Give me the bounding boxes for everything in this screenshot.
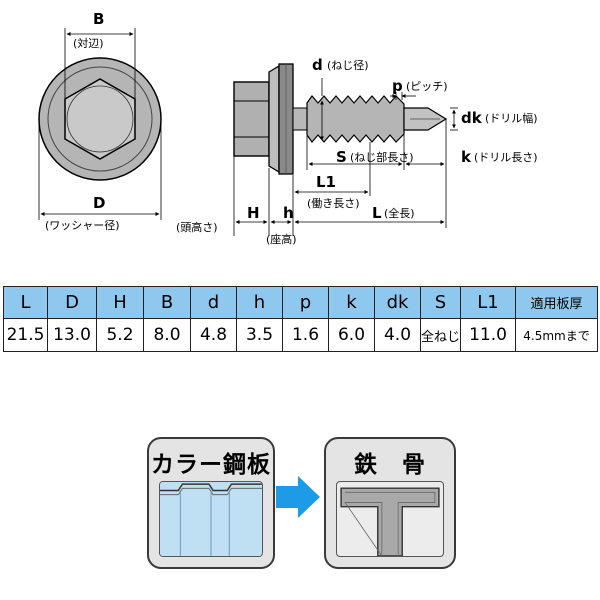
label-thread-d-note: (ねじ径) — [327, 59, 369, 72]
label-p: p — [392, 77, 403, 95]
label-l1-note: (働き長さ) — [307, 197, 360, 210]
spec-value-cell: 1.6 — [282, 318, 329, 352]
label-l: L — [372, 204, 382, 222]
label-b: B — [93, 10, 105, 28]
spec-value-cell: 4.5mmまで — [515, 318, 598, 352]
steel-plate-illustration — [159, 481, 263, 557]
label-l-note: (全長) — [384, 207, 415, 220]
spec-value-cell: 4.0 — [374, 318, 421, 352]
spec-header-row: L D H B d h p k dk S L1 適用板厚 — [3, 286, 598, 319]
spec-value-cell: 3.5 — [236, 318, 283, 352]
label-dk: dk — [461, 109, 482, 127]
steel-plate-icon — [160, 482, 262, 556]
spec-value-cell: 21.5 — [3, 318, 48, 352]
spec-value-cell: 6.0 — [328, 318, 375, 352]
spec-value-cell: 8.0 — [143, 318, 191, 352]
spec-header-cell: D — [47, 286, 97, 319]
color-steel-plate-label: カラー鋼板 — [151, 452, 271, 478]
label-h-seat: h — [283, 204, 294, 222]
spec-header-cell: B — [143, 286, 191, 319]
spec-header-cell: S — [420, 286, 461, 319]
label-d-washer: D — [93, 194, 106, 212]
label-h-head: H — [247, 204, 260, 222]
label-thread-d: d — [312, 56, 323, 74]
spec-value-cell: 13.0 — [47, 318, 97, 352]
spec-table: L D H B d h p k dk S L1 適用板厚 21.5 13.0 5… — [3, 286, 598, 352]
spec-header-cell: p — [282, 286, 329, 319]
label-dk-note: (ドリル幅) — [485, 112, 538, 125]
spec-value-cell: 5.2 — [96, 318, 144, 352]
spec-value-cell: 全ねじ — [420, 318, 461, 352]
screw-side-view — [233, 63, 448, 175]
color-steel-plate-panel: カラー鋼板 — [147, 437, 275, 569]
label-b-note: (対辺) — [73, 37, 104, 50]
label-s: S — [336, 148, 347, 166]
label-k-note: (ドリル長さ) — [474, 151, 538, 164]
spec-header-cell: dk — [374, 286, 421, 319]
steel-frame-illustration — [336, 481, 444, 557]
spec-header-cell: H — [96, 286, 144, 319]
label-l1: L1 — [316, 173, 336, 191]
label-h-seat-note: (座高) — [266, 233, 297, 246]
spec-header-cell: 適用板厚 — [515, 286, 598, 319]
screw-dimension-diagram — [38, 28, 458, 236]
spec-header-cell: L — [3, 286, 48, 319]
spec-header-cell: k — [328, 286, 375, 319]
spec-header-cell: h — [236, 286, 283, 319]
head-front-view — [38, 57, 162, 181]
spec-header-cell: d — [190, 286, 237, 319]
label-s-note: (ねじ部長さ) — [350, 151, 414, 164]
steel-frame-label: 鉄 骨 — [354, 452, 426, 478]
label-d-washer-note: (ワッシャー径) — [45, 219, 120, 232]
label-h-head-note: (頭高さ) — [176, 221, 218, 234]
spec-value-cell: 4.8 — [190, 318, 237, 352]
right-arrow-icon — [276, 476, 320, 518]
label-k: k — [461, 148, 471, 166]
spec-value-row: 21.5 13.0 5.2 8.0 4.8 3.5 1.6 6.0 4.0 全ね… — [3, 318, 598, 352]
spec-value-cell: 11.0 — [460, 318, 516, 352]
steel-beam-icon — [340, 487, 440, 556]
label-p-note: (ピッチ) — [406, 80, 448, 93]
steel-frame-panel: 鉄 骨 — [324, 437, 456, 569]
spec-header-cell: L1 — [460, 286, 516, 319]
